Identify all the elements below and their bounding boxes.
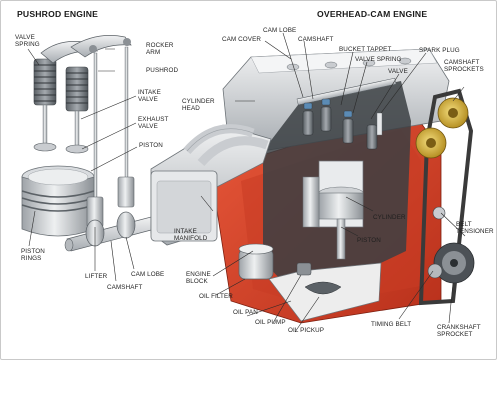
label-engine-block: ENGINE BLOCK — [186, 271, 211, 285]
label-intake-manifold: INTAKE MANIFOLD — [174, 228, 208, 242]
label-oil-pan: OIL PAN — [233, 309, 258, 316]
label-pushrod: PUSHROD — [146, 67, 179, 74]
label-exhaust-valve: EXHAUST VALVE — [138, 116, 169, 130]
label-spark-plug: SPARK PLUG — [419, 47, 460, 54]
label-bucket-tappet: BUCKET TAPPET — [339, 46, 392, 53]
label-cam-lobe-right: CAM LOBE — [263, 27, 297, 34]
label-oil-pump: OIL PUMP — [255, 319, 286, 326]
label-intake-valve: INTAKE VALVE — [138, 89, 161, 103]
label-oil-pickup: OIL PICKUP — [288, 327, 325, 334]
pushrod-engine-title: PUSHROD ENGINE — [17, 9, 99, 19]
leader-lines — [27, 32, 466, 333]
label-cam-lobe-left: CAM LOBE — [131, 271, 165, 278]
engine-illustration — [21, 32, 475, 333]
label-cylinder-head: CYLINDER HEAD — [182, 98, 215, 112]
diagram-frame: PUSHROD ENGINE OVERHEAD-CAM ENGINE VALVE… — [0, 0, 497, 360]
label-piston-rings: PISTON RINGS — [21, 248, 45, 262]
label-piston-right: PISTON — [357, 237, 381, 244]
label-camshaft-left: CAMSHAFT — [107, 284, 143, 291]
label-valve: VALVE — [388, 68, 408, 75]
label-camshaft-sprockets: CAMSHAFT SPROCKETS — [444, 59, 484, 73]
label-valve-spring-left: VALVE SPRING — [15, 34, 40, 48]
label-valve-spring-right: VALVE SPRING — [355, 56, 402, 63]
label-cylinder: CYLINDER — [373, 214, 406, 221]
pushrod-engine — [21, 35, 156, 252]
label-rocker-arm: ROCKER ARM — [146, 42, 174, 56]
ohc-engine-title: OVERHEAD-CAM ENGINE — [317, 9, 428, 19]
label-camshaft-right: CAMSHAFT — [298, 36, 334, 43]
label-belt-tensioner: BELT TENSIONER — [456, 221, 494, 235]
label-crankshaft-sprocket: CRANKSHAFT SPROCKET — [437, 324, 481, 338]
label-cam-cover: CAM COVER — [222, 36, 262, 43]
ohc-engine — [150, 48, 475, 324]
label-lifter: LIFTER — [85, 273, 108, 280]
label-timing-belt: TIMING BELT — [371, 321, 412, 328]
label-piston-left: PISTON — [139, 142, 163, 149]
label-oil-filter: OIL FILTER — [199, 293, 233, 300]
